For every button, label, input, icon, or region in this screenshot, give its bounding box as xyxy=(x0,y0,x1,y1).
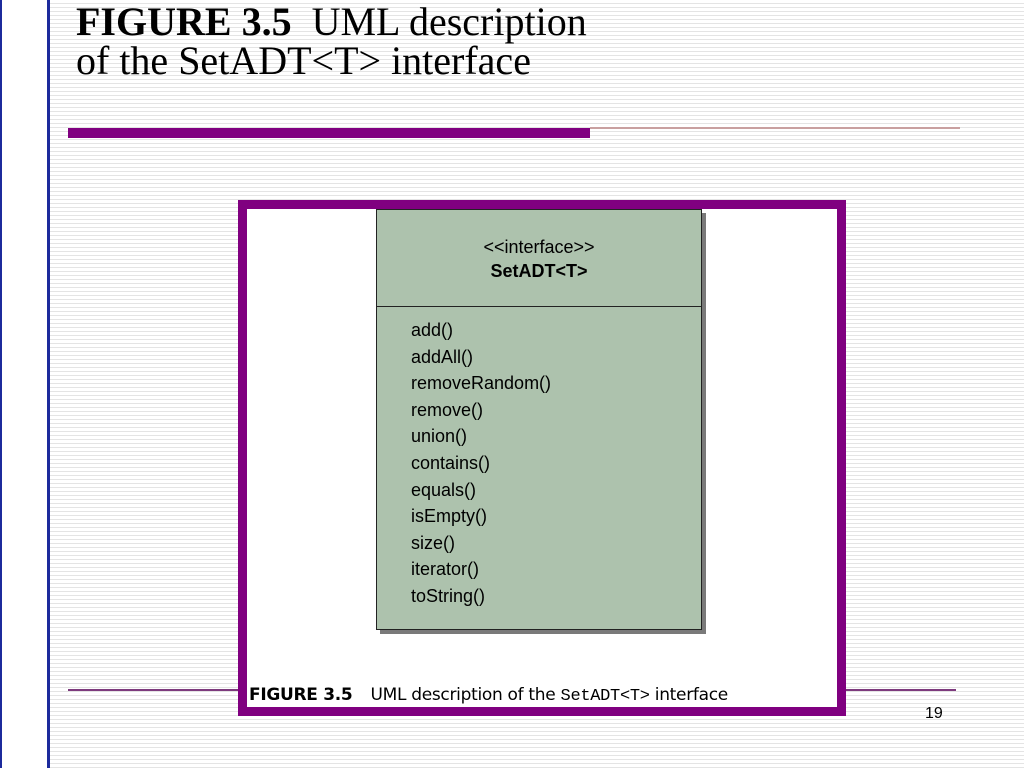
figure-frame: <<interface>> SetADT<T> add() addAll() r… xyxy=(238,200,846,716)
uml-interface-box: <<interface>> SetADT<T> add() addAll() r… xyxy=(376,209,702,630)
slide-title-line2: of the SetADT<T> interface xyxy=(76,38,531,83)
uml-stereotype: <<interface>> xyxy=(483,237,595,257)
footer-rule-right xyxy=(846,689,956,691)
page-number: 19 xyxy=(925,705,943,722)
slide-title-line1: UML description xyxy=(311,0,587,44)
uml-operation: contains() xyxy=(411,452,491,473)
caption-text-before: UML description of the xyxy=(370,685,556,705)
uml-operation: removeRandom() xyxy=(411,373,552,394)
uml-operation: iterator() xyxy=(411,559,480,580)
caption-text-after: interface xyxy=(654,685,728,705)
uml-operation: add() xyxy=(411,320,454,340)
title-underline-thin xyxy=(590,127,960,129)
uml-operation: remove() xyxy=(411,399,484,420)
caption-code: SetADT<T> xyxy=(560,687,650,706)
uml-operation: toString() xyxy=(411,585,486,606)
uml-interface-header: <<interface>> SetADT<T> xyxy=(377,210,701,307)
footer-rule-left xyxy=(68,689,238,691)
uml-operation: isEmpty() xyxy=(411,506,487,527)
title-underline-thick xyxy=(68,128,590,138)
uml-interface-name: SetADT<T> xyxy=(490,261,588,281)
uml-operation: size() xyxy=(411,532,455,553)
figure-caption: FIGURE 3.5 UML description of the SetADT<… xyxy=(249,683,728,709)
slide-title-figure-label: FIGURE 3.5 xyxy=(76,0,292,44)
uml-operations-list: add() addAll() removeRandom() remove() u… xyxy=(377,307,701,610)
left-band-decoration xyxy=(0,0,50,768)
uml-operation: union() xyxy=(411,426,468,447)
uml-operation: addAll() xyxy=(411,346,474,367)
caption-figure-label: FIGURE 3.5 xyxy=(249,685,353,705)
uml-operation: equals() xyxy=(411,479,477,500)
